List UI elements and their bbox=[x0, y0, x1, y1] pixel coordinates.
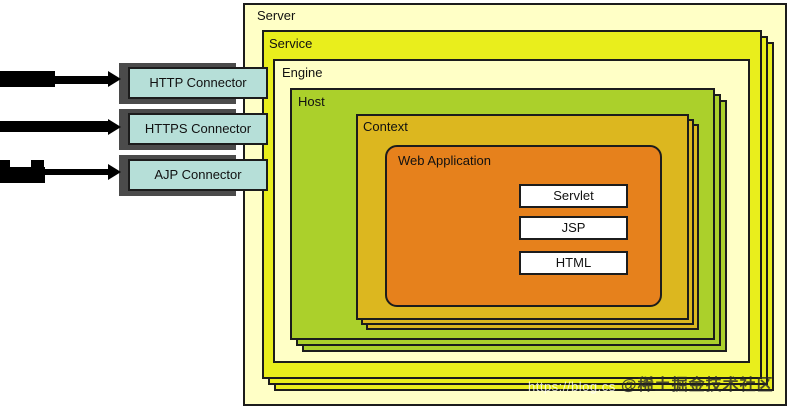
service-label: Service bbox=[269, 36, 313, 51]
arrowhead-icon bbox=[108, 119, 121, 135]
host-label: Host bbox=[298, 94, 325, 109]
web-application-label: Web Application bbox=[398, 153, 491, 168]
arrow-line bbox=[55, 76, 108, 84]
engine-label: Engine bbox=[282, 65, 323, 80]
redacted-client-label bbox=[0, 71, 55, 87]
arrowhead-icon bbox=[108, 164, 121, 180]
https-connector-box: HTTPS Connector bbox=[128, 113, 268, 145]
html-box: HTML bbox=[519, 251, 628, 275]
redacted-client-label bbox=[0, 121, 108, 132]
http-connector-box: HTTP Connector bbox=[128, 67, 268, 99]
server-label: Server bbox=[257, 8, 296, 23]
servlet-box: Servlet bbox=[519, 184, 628, 208]
arrow-line bbox=[45, 169, 108, 175]
context-label: Context bbox=[363, 119, 408, 134]
ajp-connector-box: AJP Connector bbox=[128, 159, 268, 191]
redacted-client-label bbox=[0, 167, 45, 183]
watermark-url: https://blog.cs bbox=[528, 379, 616, 394]
arrowhead-icon bbox=[108, 71, 121, 87]
jsp-box: JSP bbox=[519, 216, 628, 240]
watermark-handle: @稀土掘金技术社区 bbox=[621, 377, 774, 394]
